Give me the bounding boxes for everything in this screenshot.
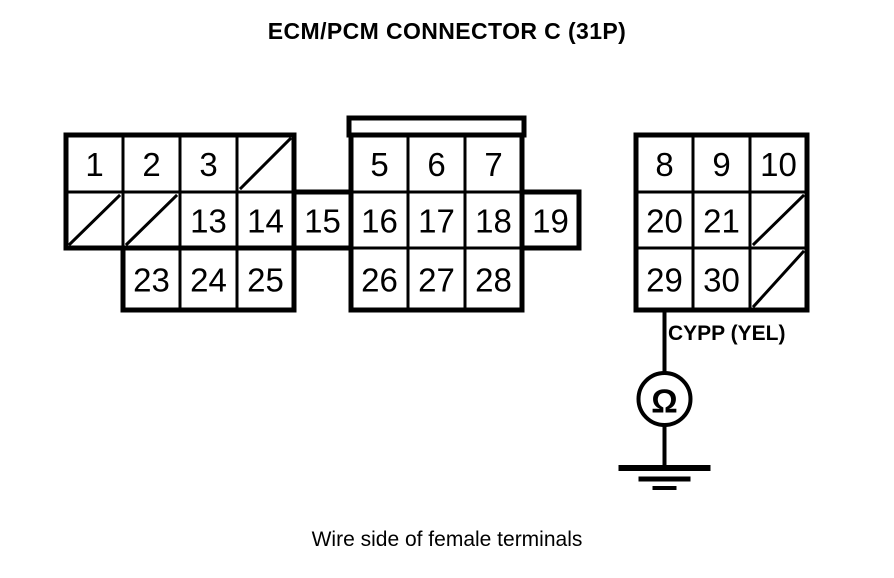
terminal-number: 10 (760, 146, 797, 183)
terminal-number: 18 (475, 203, 512, 240)
terminal-number: 23 (133, 262, 170, 299)
connector-cell (349, 246, 410, 312)
connector-cell (691, 190, 752, 250)
connector-middle-tab (346, 115, 527, 138)
ohm-meter-icon (636, 371, 693, 427)
terminal-number: 2 (142, 146, 160, 183)
terminal-number: 19 (532, 203, 569, 240)
terminal-number: 6 (427, 146, 445, 183)
terminal-number: 15 (304, 203, 341, 240)
connector-bridge-19-outline (519, 189, 582, 251)
terminal-number: 7 (484, 146, 502, 183)
terminal-number: 25 (247, 262, 284, 299)
blank-cell-slash (124, 193, 179, 247)
blank-cell-slash (751, 249, 806, 309)
terminal-number: 8 (655, 146, 673, 183)
terminal-number: 16 (361, 203, 398, 240)
connector-cell (463, 190, 524, 250)
test-lead-wire: Ω (618, 371, 711, 490)
terminal-number: 26 (361, 262, 398, 299)
connector-right-body-outline (633, 132, 810, 313)
terminal-number: 5 (370, 146, 388, 183)
connector-middle-tab-outline (346, 115, 527, 138)
page-title: ECM/PCM CONNECTOR C (31P) (267, 18, 627, 44)
blank-cell-slash (751, 193, 806, 247)
terminal-number: 17 (418, 203, 455, 240)
blank-cell-slash (238, 136, 293, 191)
wire-label: CYPP (YEL) (668, 322, 786, 345)
terminal-number: 9 (712, 146, 730, 183)
terminal-number: 21 (703, 203, 740, 240)
connector-cell (463, 246, 524, 312)
terminal-number: 30 (703, 262, 740, 299)
terminal-number: 20 (646, 203, 683, 240)
blank-cell-slash (67, 193, 122, 247)
connector-left-lower-outline (120, 245, 297, 313)
diagram-caption: Wire side of female terminals (311, 528, 583, 551)
terminal-number: 29 (646, 262, 683, 299)
connector-bridge-15-outline (291, 189, 354, 251)
connector-cell (406, 246, 467, 312)
connector-cell (406, 190, 467, 250)
terminal-number: 1 (85, 146, 103, 183)
terminal-number: 27 (418, 262, 455, 299)
terminal-number: 24 (190, 262, 227, 299)
ohm-symbol: Ω (651, 383, 677, 420)
terminal-number: 28 (475, 262, 512, 299)
terminal-number: 3 (199, 146, 217, 183)
terminal-number: 14 (247, 203, 284, 240)
terminal-number: 13 (190, 203, 227, 240)
